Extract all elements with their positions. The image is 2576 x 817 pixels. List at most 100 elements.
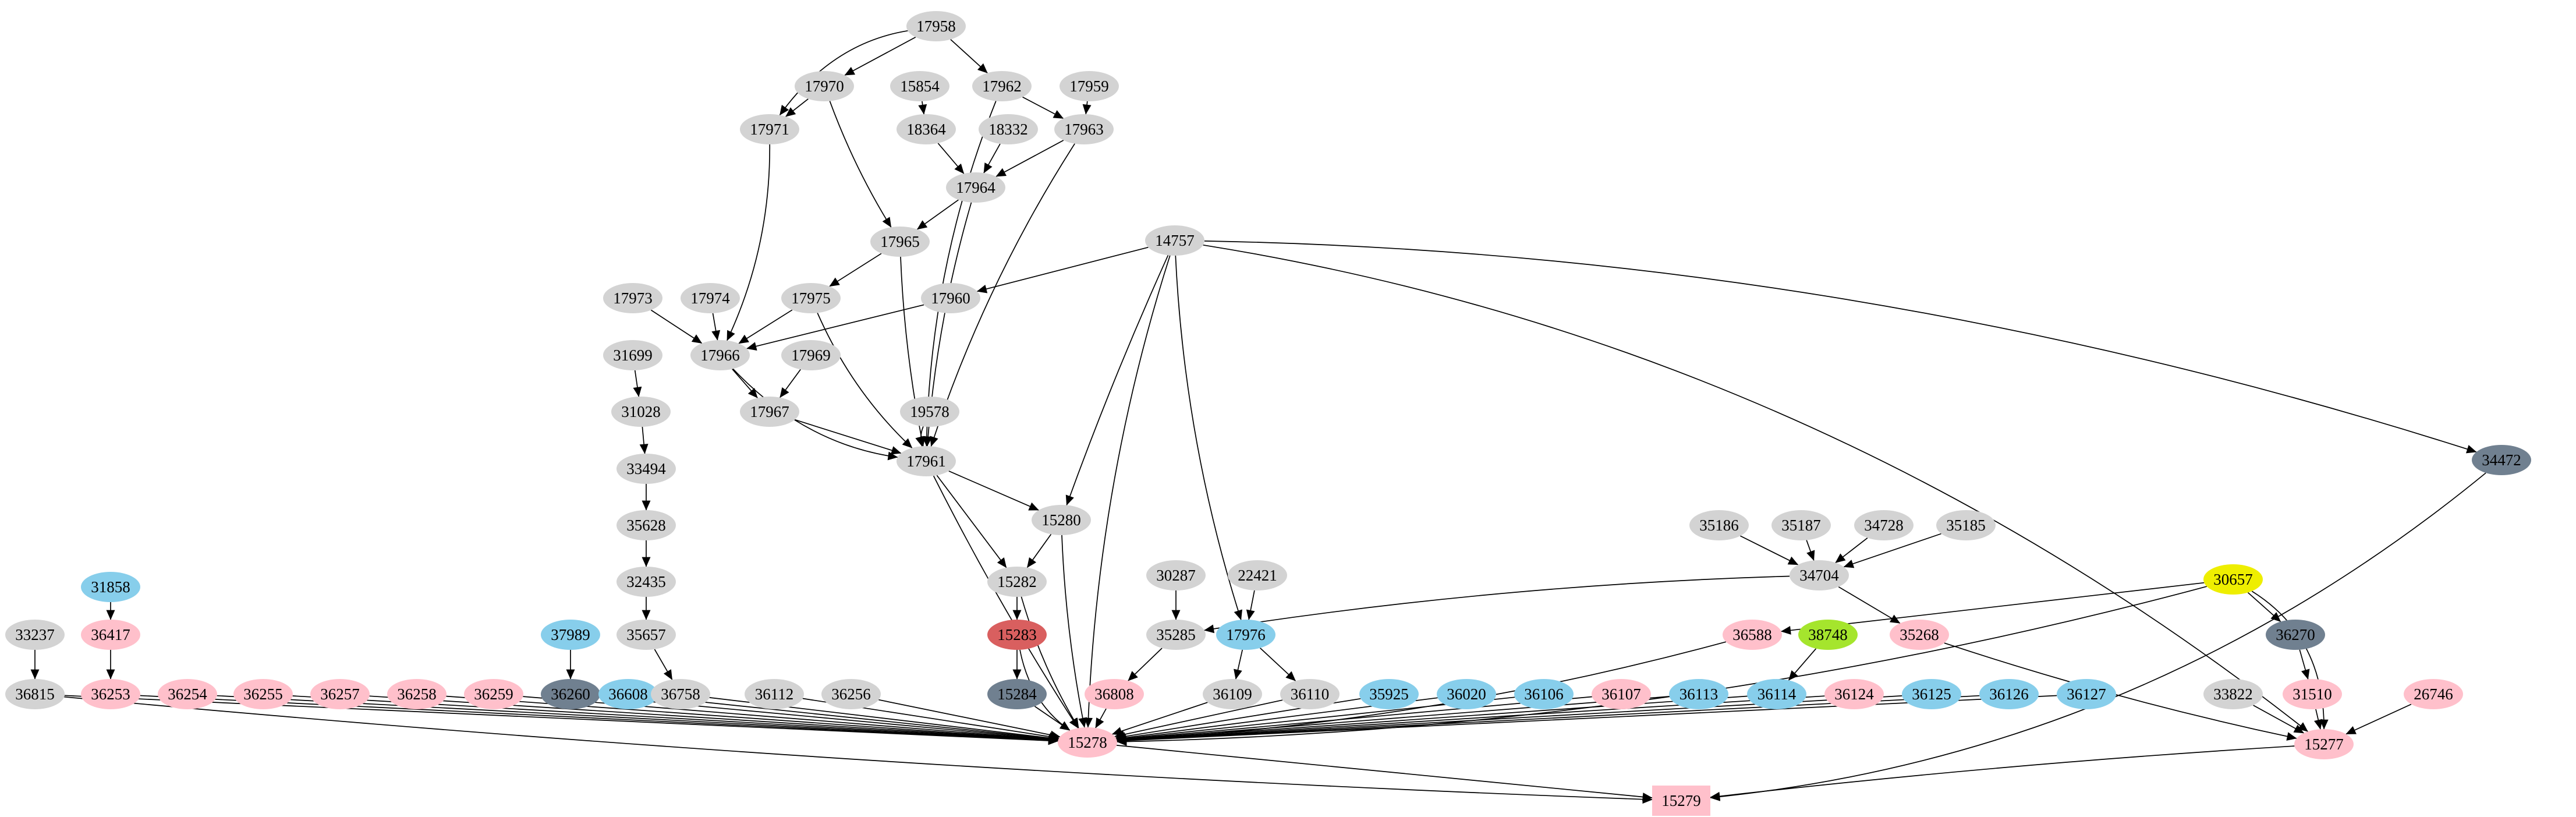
edge-36258-15278 (446, 695, 1059, 744)
node-32435: 32435 (616, 567, 676, 597)
node-ellipse-38748 (1798, 620, 1858, 650)
node-22421: 22421 (1228, 560, 1287, 590)
edge-35268-15277 (1944, 642, 2297, 741)
node-ellipse-36127 (2057, 679, 2116, 709)
edge-36608-15278 (657, 696, 1059, 743)
edge-17960-17966 (746, 304, 924, 351)
edge-17958-17962 (950, 39, 988, 73)
edge-18332-17964 (983, 143, 1001, 174)
edge-18364-17964 (937, 143, 965, 174)
edge-17970-17965 (829, 101, 892, 228)
node-ellipse-15283 (987, 620, 1047, 650)
edge-17962-17961 (922, 101, 997, 447)
edge-17961-15280 (948, 471, 1039, 511)
node-ellipse-36114 (1747, 679, 1806, 709)
node-17963: 17963 (1054, 114, 1114, 144)
edge-15280-15278 (1061, 535, 1087, 728)
node-17965: 17965 (870, 227, 930, 257)
edge-35285-36808 (1128, 648, 1163, 681)
edge-15280-15282 (1026, 533, 1052, 568)
node-36126: 36126 (1979, 679, 2039, 709)
edge-17965-17975 (829, 253, 882, 287)
node-ellipse-36112 (745, 679, 804, 709)
node-34704: 34704 (1790, 560, 1849, 590)
node-ellipse-36020 (1437, 679, 1496, 709)
node-36114: 36114 (1747, 679, 1806, 709)
node-17969: 17969 (781, 340, 841, 370)
node-ellipse-36126 (1979, 679, 2039, 709)
node-26746: 26746 (2404, 679, 2463, 709)
node-ellipse-36125 (1902, 679, 1961, 709)
node-17976: 17976 (1216, 620, 1275, 650)
node-17959: 17959 (1060, 71, 1119, 101)
node-ellipse-15854 (890, 71, 949, 101)
edge-15854-18364 (918, 101, 927, 115)
node-ellipse-14757 (1145, 225, 1204, 256)
edge-38748-36114 (1788, 648, 1817, 681)
node-17961: 17961 (897, 446, 956, 476)
node-35187: 35187 (1771, 510, 1831, 540)
edge-17961-15282 (936, 475, 1007, 568)
node-ellipse-30657 (2203, 564, 2263, 595)
node-ellipse-36256 (821, 679, 881, 709)
node-30287: 30287 (1146, 560, 1206, 590)
node-ellipse-17973 (603, 283, 662, 313)
node-ellipse-33237 (5, 620, 65, 650)
node-box-15279 (1652, 786, 1710, 816)
node-ellipse-36107 (1592, 679, 1651, 709)
node-ellipse-34704 (1790, 560, 1849, 590)
edge-14757-15277 (1203, 244, 2308, 732)
node-15279: 15279 (1652, 786, 1710, 816)
node-ellipse-18364 (897, 114, 956, 144)
edge-17958-17970 (844, 37, 916, 76)
node-36255: 36255 (233, 679, 293, 709)
node-14757: 14757 (1145, 225, 1204, 256)
node-ellipse-35187 (1771, 510, 1831, 540)
node-35628: 35628 (616, 510, 676, 540)
edge-35657-36758 (654, 649, 673, 680)
node-33237: 33237 (5, 620, 65, 650)
edge-17975-17961 (817, 313, 913, 448)
node-ellipse-15282 (987, 567, 1047, 597)
edge-36815-15278 (64, 695, 1058, 745)
node-ellipse-35285 (1146, 620, 1206, 650)
node-ellipse-31510 (2283, 679, 2342, 709)
node-ellipse-36258 (387, 679, 447, 709)
node-36125: 36125 (1902, 679, 1961, 709)
node-ellipse-26746 (2404, 679, 2463, 709)
node-36258: 36258 (387, 679, 447, 709)
node-36124: 36124 (1824, 679, 1884, 709)
edge-34472-15279 (1710, 472, 2486, 801)
node-36106: 36106 (1514, 679, 1574, 709)
node-30657: 30657 (2203, 564, 2263, 595)
node-37989: 37989 (541, 620, 600, 650)
edge-17962-17963 (1022, 96, 1064, 119)
edge-17961-15278 (933, 475, 1079, 728)
node-15278: 15278 (1058, 727, 1117, 758)
node-ellipse-35186 (1689, 510, 1749, 540)
node-33494: 33494 (616, 454, 676, 484)
node-31699: 31699 (603, 340, 662, 370)
node-36257: 36257 (310, 679, 370, 709)
edge-35187-34704 (1806, 540, 1815, 561)
node-36113: 36113 (1669, 679, 1728, 709)
node-36417: 36417 (81, 620, 140, 650)
node-ellipse-15277 (2294, 729, 2354, 759)
node-36127: 36127 (2057, 679, 2116, 709)
edge-17966-17967 (732, 369, 758, 398)
node-ellipse-36124 (1824, 679, 1884, 709)
edge-31510-15277 (2314, 709, 2323, 730)
edge-36259-15278 (523, 696, 1059, 744)
edge-19578-17961 (915, 426, 924, 447)
node-ellipse-17971 (740, 114, 799, 144)
edge-17959-17963 (1082, 101, 1092, 115)
node-ellipse-17966 (690, 340, 750, 370)
node-35285: 35285 (1146, 620, 1206, 650)
node-17971: 17971 (740, 114, 799, 144)
edge-15277-15279 (1710, 745, 2295, 801)
node-36608: 36608 (598, 679, 658, 709)
node-35925: 35925 (1359, 679, 1419, 709)
node-ellipse-15280 (1032, 505, 1091, 535)
edge-30657-36270 (2247, 592, 2281, 623)
node-ellipse-36253 (81, 679, 140, 709)
